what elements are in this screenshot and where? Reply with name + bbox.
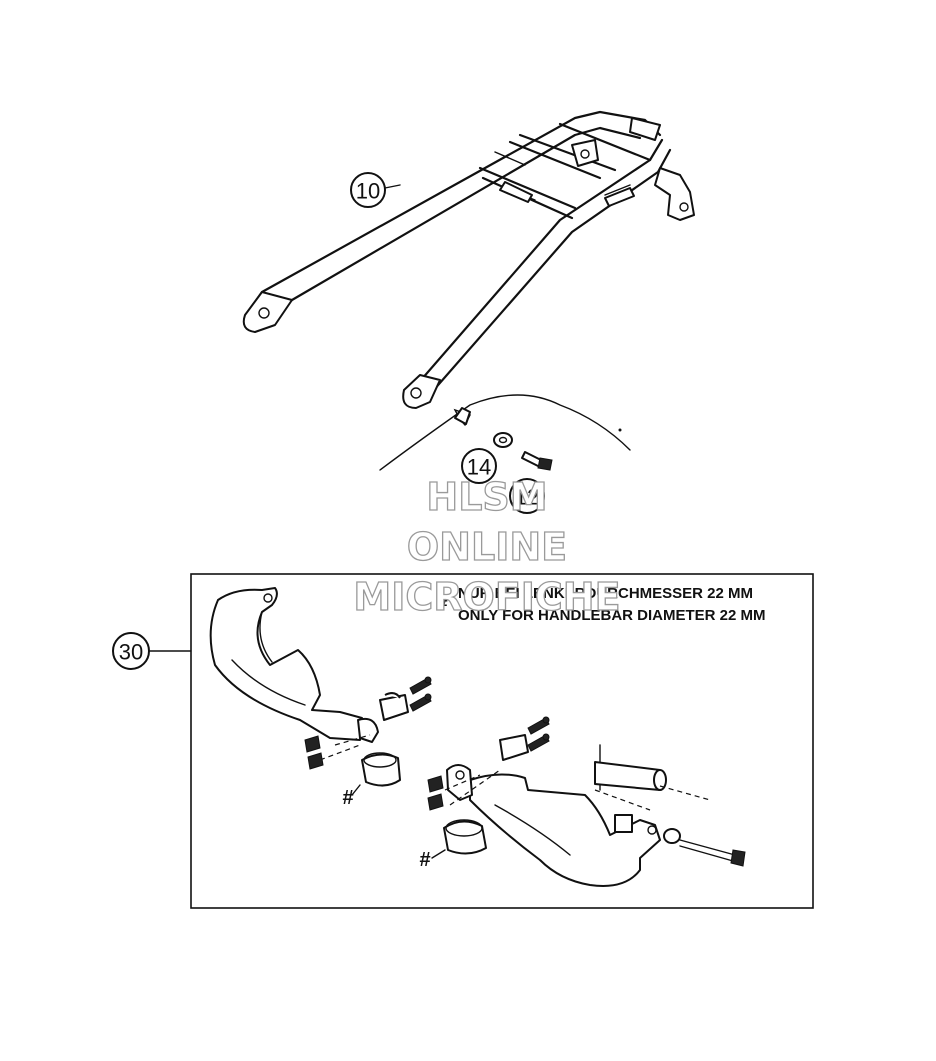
mounting-bolt — [663, 828, 746, 867]
svg-text:NUR BEI LENKERDURCHMESSER 22 M: NUR BEI LENKERDURCHMESSER 22 MM — [458, 585, 753, 602]
handlebar-end — [594, 744, 711, 811]
svg-text:HLSM: HLSM — [426, 475, 547, 519]
svg-text:ONLINE: ONLINE — [407, 525, 567, 569]
svg-text:MICROFICHE: MICROFICHE — [353, 575, 620, 619]
right-spacer: # — [419, 819, 487, 871]
washer-part — [493, 432, 513, 448]
callout-30: 30 — [112, 632, 150, 670]
handguard-kit-box — [190, 573, 814, 909]
fender-outline — [379, 394, 631, 471]
svg-text:12: 12 — [515, 485, 539, 510]
callout-14: 14 — [461, 448, 497, 484]
svg-text:#: # — [436, 593, 447, 615]
svg-text:ONLY FOR HANDLEBAR DIAMETER 22: ONLY FOR HANDLEBAR DIAMETER 22 MM — [458, 607, 766, 624]
bolt-part — [521, 451, 553, 471]
left-clamp — [304, 676, 432, 770]
left-handguard — [209, 587, 363, 741]
svg-text:30: 30 — [119, 640, 143, 665]
svg-text:#: # — [419, 849, 430, 871]
svg-text:10: 10 — [356, 179, 380, 204]
svg-text:14: 14 — [467, 455, 491, 480]
diameter-note: # NUR BEI LENKERDURCHMESSER 22 MM ONLY F… — [436, 585, 765, 624]
svg-text:#: # — [342, 787, 353, 809]
callout-12: 12 — [509, 478, 545, 514]
callout-10: 10 — [350, 172, 386, 208]
right-clamp — [427, 716, 550, 811]
watermark: HLSM ONLINE MICROFICHE — [353, 474, 621, 619]
left-spacer: # — [342, 752, 401, 809]
rear-rack — [242, 110, 695, 409]
right-handguard — [469, 773, 661, 887]
